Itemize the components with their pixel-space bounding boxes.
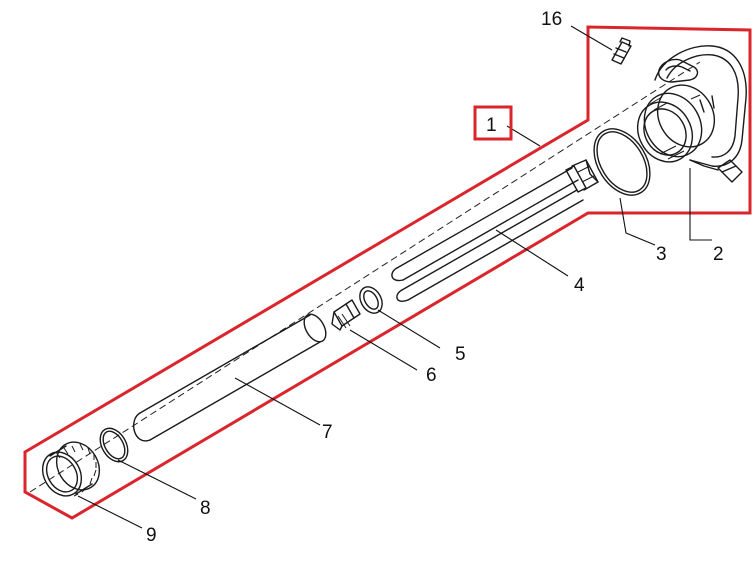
assembly-highlight-outline	[23, 25, 752, 520]
leader-8	[117, 459, 197, 500]
leader-16	[570, 25, 613, 51]
callout-1: 1	[486, 115, 497, 136]
callout-4: 4	[574, 275, 585, 296]
callout-1-highlight-box	[473, 105, 513, 141]
callout-6: 6	[426, 365, 437, 386]
part-head	[636, 45, 747, 183]
part-holder	[331, 299, 361, 331]
callout-8: 8	[200, 498, 211, 519]
part-oring-large	[593, 128, 651, 196]
leader-4	[495, 229, 569, 277]
part-uv-lamp	[391, 159, 599, 302]
part-quartz-tube	[132, 313, 327, 442]
callout-2: 2	[713, 244, 724, 265]
part-nut	[41, 441, 101, 497]
leader-2	[689, 168, 712, 241]
callout-5: 5	[455, 344, 466, 365]
leader-lines	[77, 25, 712, 529]
leader-6	[349, 329, 418, 371]
assembly-axis-line	[29, 61, 701, 493]
part-clip	[359, 286, 383, 314]
leader-5	[377, 309, 441, 349]
leader-9	[77, 495, 143, 529]
callout-3: 3	[656, 244, 667, 265]
callout-7: 7	[322, 422, 333, 443]
leader-3	[619, 197, 656, 246]
leader-7	[234, 377, 321, 426]
callout-9: 9	[146, 525, 157, 546]
part-oring-small	[99, 427, 129, 463]
part-bracket	[611, 37, 632, 65]
callout-16: 16	[541, 9, 562, 30]
